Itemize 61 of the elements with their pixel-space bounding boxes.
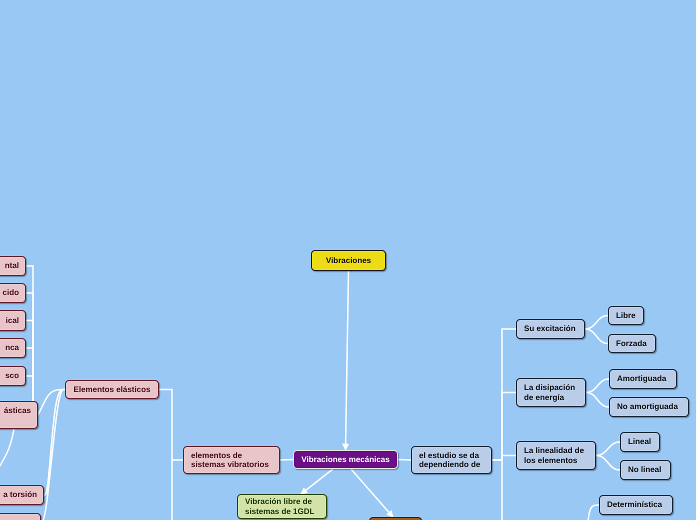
connector-line [596, 441, 620, 456]
topic-text: Elementos elásticos [74, 384, 150, 394]
connector-line [26, 375, 34, 401]
topic-box [311, 250, 386, 271]
connector-line [587, 504, 599, 520]
topic-text: ntal [4, 261, 19, 271]
connector-line [586, 378, 610, 394]
topic-box [0, 485, 44, 505]
topic-text: Su excitación [524, 324, 576, 334]
topic-text: a torsión [3, 490, 37, 500]
topic-box [65, 380, 159, 399]
topic-text: el estudio se da dependiendo de [419, 450, 482, 470]
topic-box [411, 446, 492, 474]
topic-text: Amortiguada [617, 374, 666, 384]
topic-box [516, 441, 596, 470]
connector-line [584, 328, 608, 344]
arrow [342, 270, 350, 451]
topic-text: ical [6, 316, 19, 326]
topic-text: elementos de sistemas vibratorios [191, 450, 270, 470]
topic-box [599, 495, 673, 515]
topic-text: La linealidad de los elementos [524, 446, 586, 465]
connector-line [40, 388, 65, 520]
topic-text: Forzada [616, 338, 647, 348]
topic-box [516, 319, 585, 339]
topic-text: La disipación de energía [524, 383, 576, 402]
connector-line [0, 428, 15, 470]
arrow [300, 468, 334, 495]
topic-box [620, 460, 671, 480]
topic-box [0, 401, 38, 429]
topic-box [293, 450, 398, 469]
connector-line [44, 388, 65, 496]
topic-box [620, 432, 660, 452]
arrow [350, 468, 394, 518]
topic-box [609, 397, 689, 417]
topic-text: No amortiguada [617, 402, 678, 412]
topic-text: No lineal [628, 465, 662, 475]
topic-box [608, 306, 644, 325]
topic-text: Vibración libre de sistemas de 1GDL [245, 497, 316, 516]
topic-text: ásticas [4, 406, 31, 416]
connector-line [596, 454, 620, 471]
connector-line [492, 454, 516, 461]
topic-text: Vibraciones mecánicas [301, 454, 390, 464]
topic-box [516, 378, 586, 407]
topic-text: nca [5, 343, 19, 353]
topic-text: cido [2, 288, 19, 298]
connector-line [501, 460, 503, 520]
topic-text: sco [5, 371, 19, 381]
connector-line [171, 460, 173, 520]
connector-line [584, 314, 608, 330]
topic-box [183, 446, 280, 474]
connector-line [280, 458, 294, 461]
topic-text: Determinística [607, 500, 662, 510]
topic-box [609, 369, 677, 389]
topic-box [608, 334, 656, 353]
connector-line [398, 458, 412, 461]
connector-line [159, 388, 183, 461]
topic-text: Lineal [628, 437, 652, 447]
topic-box [237, 494, 327, 519]
connector-line [586, 392, 610, 408]
topic-text: Vibraciones [326, 256, 372, 266]
topic-text: Libre [616, 310, 636, 320]
